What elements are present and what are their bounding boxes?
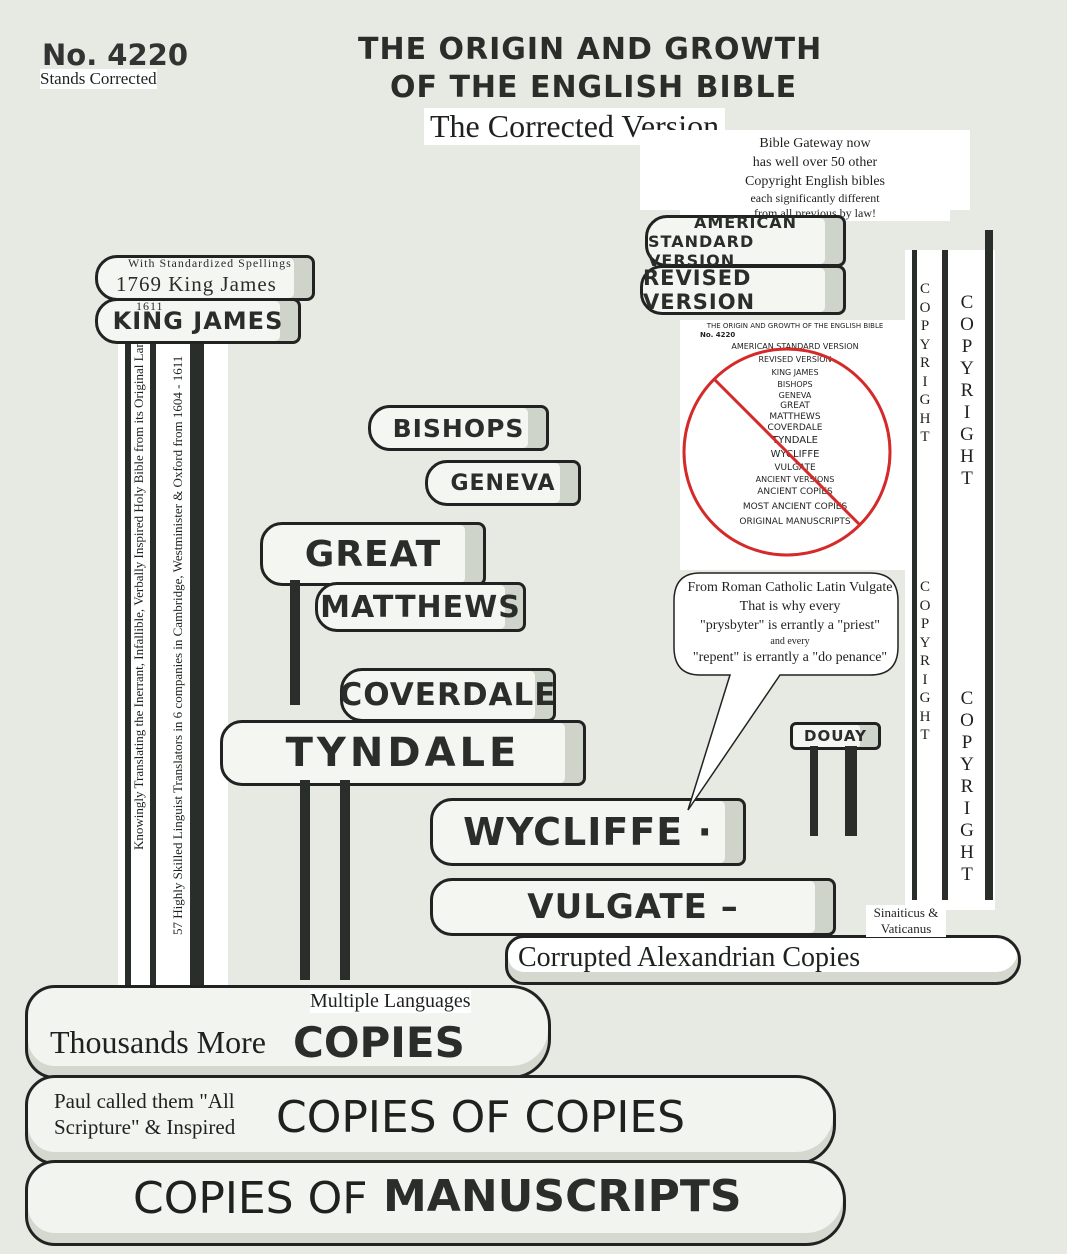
copyright-label: COPYRIGHT [960,688,974,885]
book-revised-version: REVISED VERSION [640,265,846,315]
book-tyndale: TYNDALE [220,720,586,786]
inset-item: TYNDALE [772,435,818,446]
inset-item: VULGATE [774,463,816,473]
inset-title: THE ORIGIN AND GROWTH OF THE ENGLISH BIB… [706,322,884,330]
pillar [810,746,818,836]
manuscripts-label: MANUSCRIPTS [383,1171,742,1222]
chart-number: No. 4220 [42,38,189,72]
book-great: GREAT [260,522,486,586]
book-douay: DOUAY [790,722,881,750]
stands-corrected-label: Stands Corrected [40,69,157,89]
bubble-line: "repent" is errantly a "do penance" [692,650,888,665]
inset-item: COVERDALE [767,423,823,433]
inset-item: KING JAMES [771,368,819,377]
inset-item: ANCIENT COPIES [757,487,833,497]
kj-1769-label: 1769 King James [116,272,277,296]
book-1769-king-james: With Standardized Spellings 1769 King Ja… [95,255,315,301]
book-wycliffe: WYCLIFFE · [430,798,746,866]
copyright-label: COPYRIGHT [960,292,974,489]
standardized-spellings-note: With Standardized Spellings [128,256,292,270]
pillar [340,780,350,980]
inset-item: BISHOPS [777,380,813,389]
pillar [985,230,993,900]
prohibited-icon [682,347,892,557]
pillar [150,340,156,990]
book-coverdale: COVERDALE [340,668,556,722]
inset-item: WYCLIFFE [770,449,820,460]
asv-line1: AMERICAN [693,212,798,232]
inset-item: ORIGINAL MANUSCRIPTS [739,517,851,527]
book-geneva: GENEVA [425,460,581,506]
book-matthews: MATTHEWS [315,582,526,632]
note-line: has well over 50 other [752,155,878,170]
pillar [300,780,310,980]
copyright-pillar-background [905,250,995,910]
pillar [942,250,948,900]
pillar [912,250,917,900]
translators-note: 57 Highly Skilled Linguist Translators i… [170,355,186,935]
pillar [290,580,300,705]
bubble-line: From Roman Catholic Latin Vulgate [687,580,893,595]
scroll-thousands-more-copies: Multiple Languages Thousands More COPIES [25,985,551,1079]
inset-item: REVISED VERSION [758,355,832,364]
inset-item: ANCIENT VERSIONS [755,475,835,484]
asv-line2: STANDARD VERSION [648,231,755,270]
copyright-label: COPYRIGHT [919,579,931,743]
speech-bubble-shape [673,572,899,811]
kj-year: 1611 [136,299,164,313]
title-line-2: OF THE ENGLISH BIBLE [390,70,798,105]
inset-original-chart: THE ORIGIN AND GROWTH OF THE ENGLISH BIB… [700,322,890,530]
pillar [190,340,204,990]
pillar [845,746,857,836]
pillar [125,340,131,990]
translating-note: Knowingly Translating the Inerrant, Infa… [131,305,147,850]
copyright-label: COPYRIGHT [919,281,931,445]
inset-item: AMERICAN STANDARD VERSION [731,342,859,351]
note-line: Bible Gateway now [759,136,871,151]
bible-gateway-note: Bible Gateway now has well over 50 other… [680,134,950,221]
scroll-alexandrian-copies: Corrupted Alexandrian Copies [505,935,1021,985]
bubble-line: "prysbyter" is errantly a "priest" [700,618,880,633]
book-american-standard-version: AMERICAN STANDARD VERSION [645,212,846,270]
sinaiticus-label: Sinaiticus & Vaticanus [866,905,946,937]
scroll-copies-of-manuscripts: COPIES OF MANUSCRIPTS [25,1160,846,1246]
inset-item: MOST ANCIENT COPIES [742,502,848,512]
paul-note: Paul called them "All Scripture" & Inspi… [54,1089,236,1139]
inset-item: MATTHEWS [769,412,821,422]
copies-label: COPIES [293,1018,465,1067]
copies-of-label: COPIES OF [133,1173,368,1224]
inset-item: GENEVA [778,391,812,400]
bubble-line: and every [770,636,810,647]
bubble-line: That is why every [739,599,841,614]
vulgate-speech-bubble: From Roman Catholic Latin Vulgate That i… [676,578,904,667]
book-vulgate: VULGATE – [430,878,836,936]
note-line: each significantly different [750,191,880,205]
inset-item: GREAT [780,401,810,411]
multiple-languages-label: Multiple Languages [310,990,471,1013]
inset-number: No. 4220 [700,331,736,339]
alexandrian-label: Corrupted Alexandrian Copies [518,942,861,973]
book-king-james: 1611 KING JAMES [95,298,301,344]
thousands-more-label: Thousands More [50,1024,266,1060]
copies-of-copies-label: COPIES OF COPIES [276,1092,686,1143]
kj-label: KING JAMES [112,307,284,335]
title-line-1: THE ORIGIN AND GROWTH [358,32,823,67]
corrected-version-title: The Corrected Version [424,108,726,145]
note-line: Copyright English bibles [745,174,885,189]
scroll-copies-of-copies: Paul called them "All Scripture" & Inspi… [25,1075,836,1165]
book-bishops: BISHOPS [368,405,549,451]
